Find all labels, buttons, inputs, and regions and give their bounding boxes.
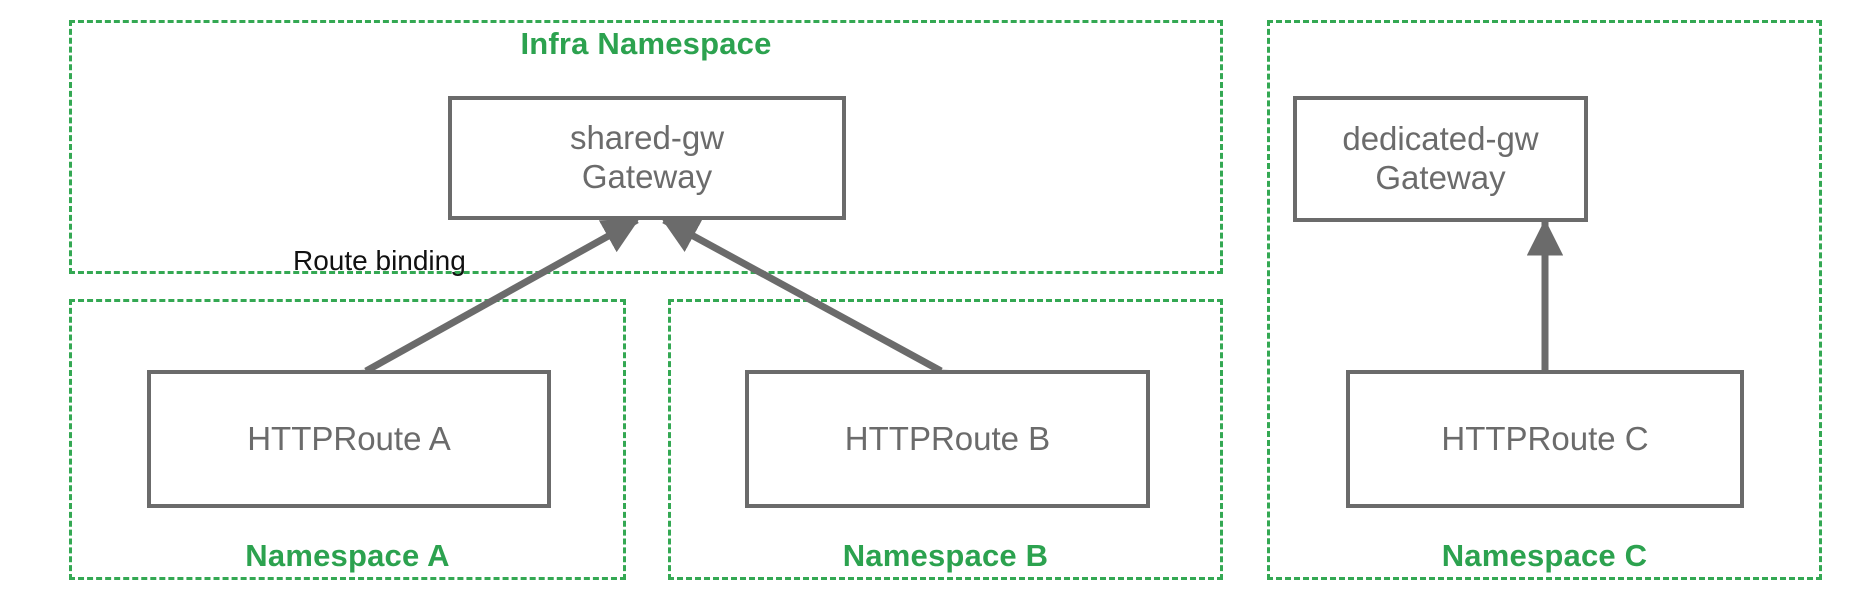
resource-name-httproute-c: HTTPRoute C <box>1441 419 1649 457</box>
resource-box-shared-gw[interactable]: shared-gw Gateway <box>448 96 846 220</box>
namespace-container-infra <box>69 20 1223 274</box>
resource-name-httproute-b: HTTPRoute B <box>844 419 1051 457</box>
namespace-label-a: Namespace A <box>245 538 450 573</box>
resource-kind-dedicated-gw: Gateway <box>1375 159 1506 196</box>
namespace-label-infra: Infra Namespace <box>520 26 772 61</box>
namespace-label-b: Namespace B <box>842 538 1049 573</box>
edge-label-route-binding: Route binding <box>293 245 466 276</box>
resource-kind-shared-gw: Gateway <box>581 158 713 195</box>
resource-box-httproute-b[interactable]: HTTPRoute B <box>745 370 1150 508</box>
resource-name-shared-gw: shared-gw <box>569 119 725 157</box>
resource-box-dedicated-gw[interactable]: dedicated-gw Gateway <box>1293 96 1588 222</box>
resource-name-dedicated-gw: dedicated-gw <box>1342 120 1539 158</box>
resource-box-httproute-c[interactable]: HTTPRoute C <box>1346 370 1744 508</box>
namespace-container-c <box>1267 20 1822 580</box>
resource-box-httproute-a[interactable]: HTTPRoute A <box>147 370 551 508</box>
resource-name-httproute-a: HTTPRoute A <box>247 419 451 457</box>
namespace-label-c: Namespace C <box>1441 538 1648 573</box>
